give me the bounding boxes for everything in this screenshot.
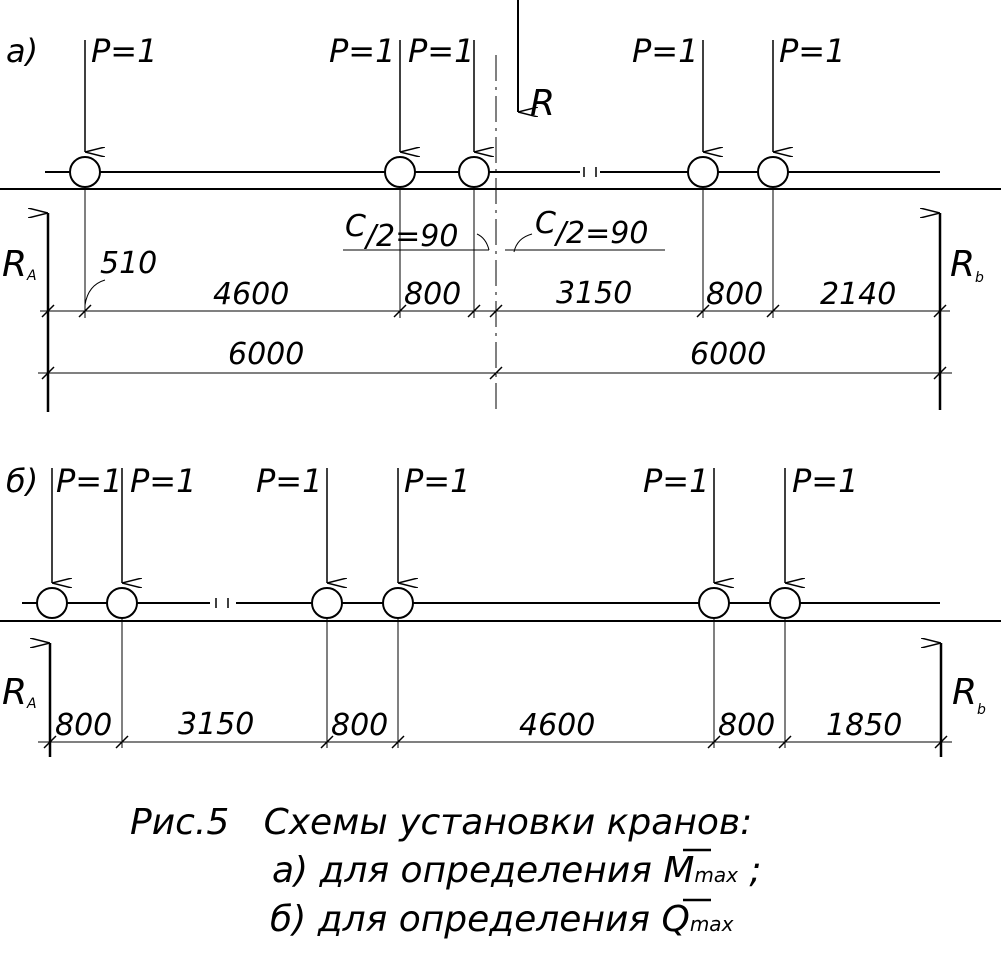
dimension-row-1: 510 4600 800 3150 800 2140 xyxy=(40,246,950,318)
wheel xyxy=(69,156,101,188)
gap-value: /2=90 xyxy=(363,219,459,254)
load-label: P=1 xyxy=(56,462,122,500)
svg-text:C/2=90: C/2=90 xyxy=(345,209,458,254)
dimension-label: 800 xyxy=(404,277,461,312)
load-3: P=1 xyxy=(256,462,343,619)
diagram-a: а) P=1 P=1 P=1 P=1 xyxy=(0,0,1001,415)
wheel xyxy=(106,587,138,619)
wheel xyxy=(687,156,719,188)
load-label: P=1 xyxy=(256,462,322,500)
gap-symbol: C xyxy=(345,209,366,244)
dimension-label: 1850 xyxy=(826,708,902,743)
wheel xyxy=(36,587,68,619)
dimension-label: 6000 xyxy=(690,337,766,372)
caption-line-3: б) для определения Qmax xyxy=(270,899,734,940)
load-2: P=1 xyxy=(329,32,416,188)
load-6: P=1 xyxy=(769,462,858,619)
load-label: P=1 xyxy=(130,462,196,500)
dimension-label: 4600 xyxy=(519,708,595,743)
diagram-b-label: б) xyxy=(6,462,38,500)
dimension-label: 4600 xyxy=(213,277,289,312)
wheel xyxy=(769,587,801,619)
dimension-label: 800 xyxy=(718,708,775,743)
load-label: P=1 xyxy=(91,32,157,70)
dimension-row-2: 6000 6000 xyxy=(38,337,952,380)
dimension-row: 800 3150 800 4600 800 1850 xyxy=(38,707,952,749)
dimension-label: 510 xyxy=(100,246,157,281)
moment-symbol: M xyxy=(663,850,694,891)
dimension-label: 800 xyxy=(331,708,388,743)
load-4: P=1 xyxy=(632,32,719,188)
load-label: P=1 xyxy=(408,32,474,70)
load-label: P=1 xyxy=(779,32,845,70)
load-3: P=1 xyxy=(408,32,490,188)
half-gap-right: C/2=90 xyxy=(505,206,665,253)
load-label: P=1 xyxy=(792,462,858,500)
dimension-label: 6000 xyxy=(228,337,304,372)
svg-text:C/2=90: C/2=90 xyxy=(535,206,648,251)
load-label: P=1 xyxy=(643,462,709,500)
caption-line-2: а) для определения Mmax ; xyxy=(272,850,762,891)
wheel xyxy=(384,156,416,188)
load-4: P=1 xyxy=(382,462,470,619)
dimension-label: 800 xyxy=(706,277,763,312)
reaction-label: RA xyxy=(2,672,37,713)
wheel xyxy=(458,156,490,188)
dimension-label: 3150 xyxy=(556,276,632,311)
reaction-left: RA xyxy=(2,213,50,412)
load-label: P=1 xyxy=(632,32,698,70)
wheel xyxy=(382,587,414,619)
load-2: P=1 xyxy=(106,462,196,619)
extension-lines xyxy=(121,618,786,748)
load-1: P=1 xyxy=(69,32,157,188)
dimension-label: 2140 xyxy=(820,277,896,312)
gap-value: /2=90 xyxy=(553,216,649,251)
shear-symbol: Q xyxy=(661,899,689,940)
gap-symbol: C xyxy=(535,206,556,241)
reaction-label: Rb xyxy=(950,244,984,286)
diagram-a-label: а) xyxy=(6,32,38,70)
resultant-force: R xyxy=(517,0,555,124)
dimension-label: 3150 xyxy=(178,707,254,742)
resultant-label: R xyxy=(530,83,555,124)
dimension-label: 800 xyxy=(55,708,112,743)
wheel xyxy=(311,587,343,619)
load-5: P=1 xyxy=(757,32,845,188)
extension-lines xyxy=(84,187,774,318)
reaction-label: Rb xyxy=(952,672,986,718)
reaction-left: RA xyxy=(2,643,52,757)
caption-line-1: Рис.5 Схемы установки кранов: xyxy=(130,802,752,843)
half-gap-left: C/2=90 xyxy=(343,209,490,254)
figure-caption: Рис.5 Схемы установки кранов: а) для опр… xyxy=(130,802,762,940)
reaction-label: RA xyxy=(2,244,37,285)
load-label: P=1 xyxy=(329,32,395,70)
reaction-right: Rb xyxy=(941,643,986,757)
wheel xyxy=(698,587,730,619)
load-5: P=1 xyxy=(643,462,730,619)
wheel xyxy=(757,156,789,188)
load-1: P=1 xyxy=(36,462,122,619)
load-label: P=1 xyxy=(404,462,470,500)
diagram-b: б) P=1 P=1 P=1 P=1 P=1 xyxy=(0,462,1001,757)
